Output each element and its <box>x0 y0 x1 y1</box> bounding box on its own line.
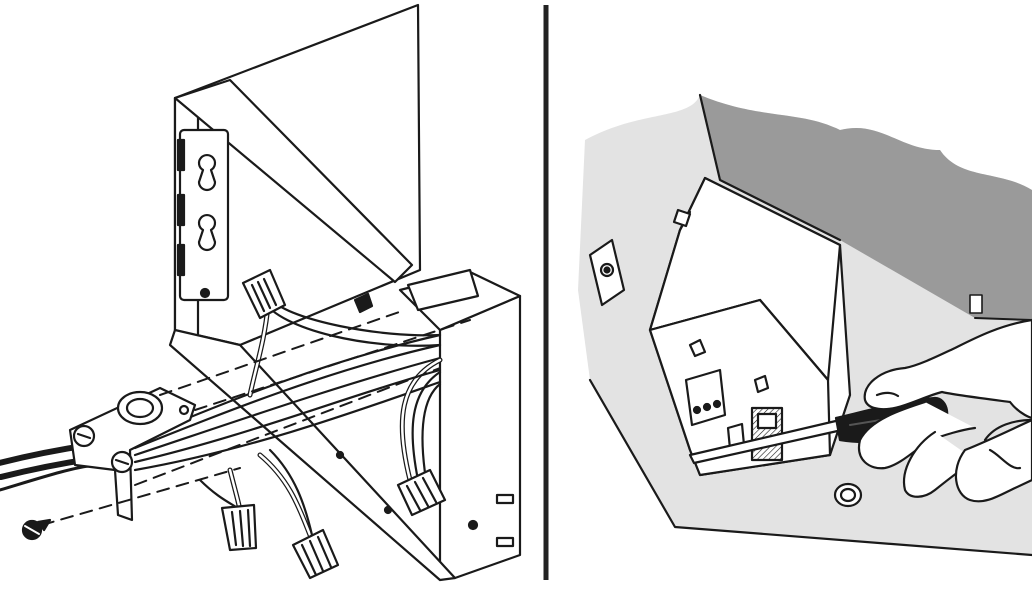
wall-surface-dark <box>700 95 1032 320</box>
keyhole-slot-lower <box>197 213 217 252</box>
hand-icon <box>857 318 1032 503</box>
junction-box-top-flap <box>173 78 414 284</box>
wire-nut-right <box>396 468 447 517</box>
right-panel-screwdriver <box>578 93 1032 557</box>
wall-mount-plate <box>588 238 626 307</box>
wire-nut-top <box>241 268 287 320</box>
terminal-block <box>684 368 784 462</box>
junction-box-bottom-channel <box>168 328 457 582</box>
cable-clamp-icon <box>68 386 197 522</box>
wire-nut-bottom-left <box>220 503 258 552</box>
wire-nut-bottom-right <box>291 528 340 580</box>
keyhole-slot-group <box>176 128 230 302</box>
mount-hole <box>199 287 211 299</box>
wall-screw-hole <box>833 482 863 508</box>
screw-icon <box>21 518 52 541</box>
clamp-bracket <box>406 268 480 312</box>
left-panel-wiring <box>0 3 522 582</box>
knockout-tab <box>353 292 374 314</box>
keyhole-slot-upper <box>197 153 217 192</box>
junction-box-front-cover <box>438 294 522 580</box>
alignment-guides <box>41 309 471 526</box>
